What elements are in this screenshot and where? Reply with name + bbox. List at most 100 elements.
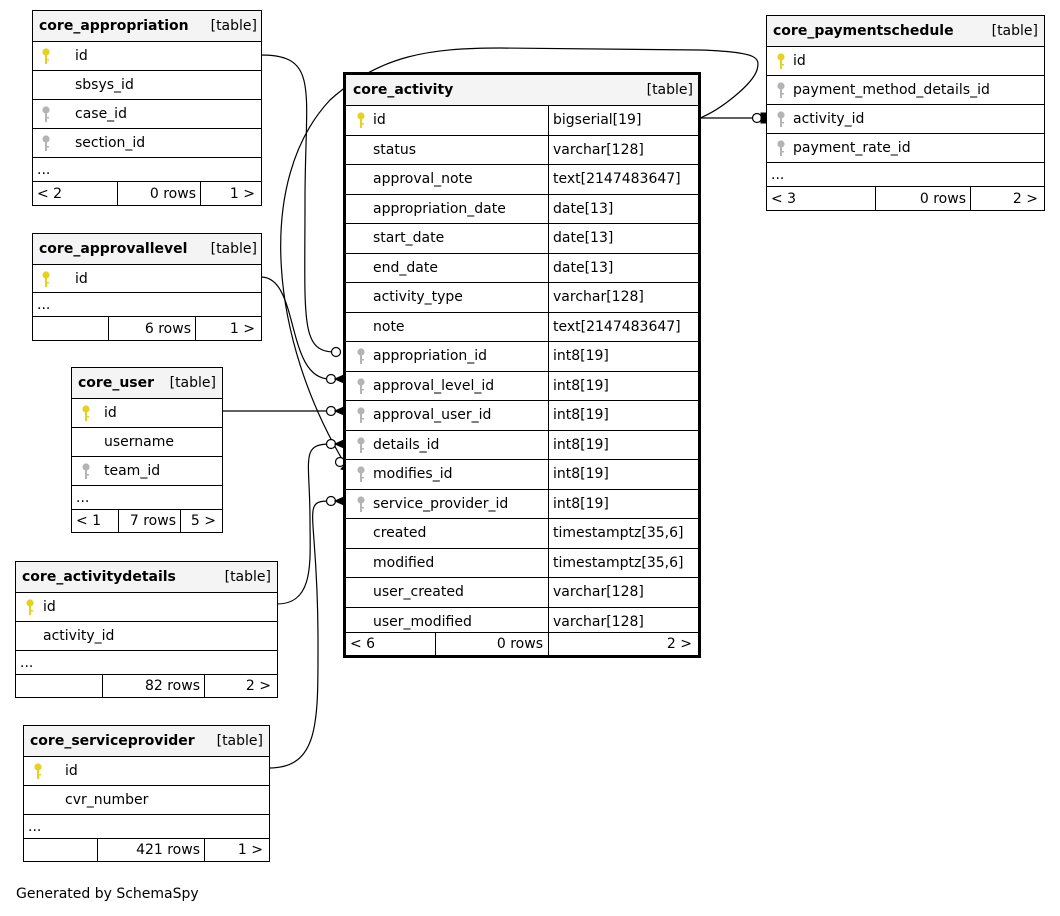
column-type: int8[19] — [548, 371, 698, 400]
foreign-key-icon — [777, 111, 785, 127]
table-type-label: [table] — [169, 375, 216, 391]
column-type: int8[19] — [548, 342, 698, 371]
column-row: id — [72, 398, 222, 427]
column-name: created — [373, 525, 427, 542]
relation-optional-marker — [325, 495, 337, 507]
primary-key-icon — [777, 53, 785, 69]
table-header: core_activitydetails [table] — [16, 562, 277, 592]
column-type: text[2147483647] — [548, 312, 698, 341]
row-count: 421 rows — [97, 839, 204, 861]
more-columns-ellipsis: ... — [37, 296, 51, 313]
column-type: timestamptz[35,6] — [548, 548, 698, 577]
column-row: section_id — [33, 128, 261, 157]
column-name: status — [373, 141, 417, 158]
column-name: user_modified — [373, 613, 472, 630]
child-count-link[interactable]: 5 > — [180, 510, 222, 532]
foreign-key-icon — [82, 463, 90, 479]
table-footer: < 6 0 rows 2 > — [346, 632, 698, 655]
parent-count-link[interactable]: < 6 — [350, 636, 376, 652]
column-type: date[13] — [548, 253, 698, 282]
table-core-approvallevel[interactable]: core_approvallevel [table] id ... 6 rows… — [32, 233, 262, 341]
foreign-key-icon — [357, 407, 365, 424]
table-core-activitydetails[interactable]: core_activitydetails [table] id activity… — [15, 561, 278, 698]
column-name: modified — [373, 554, 435, 571]
relation-optional-marker — [330, 346, 342, 358]
parent-count-link[interactable]: < 2 — [37, 185, 63, 202]
column-row: username — [72, 427, 222, 456]
more-columns-ellipsis: ... — [771, 166, 785, 183]
more-columns-ellipsis: ... — [76, 489, 90, 506]
column-name: section_id — [75, 135, 146, 151]
relation-approvallevel-to-activity — [260, 276, 331, 380]
column-name: user_created — [373, 584, 464, 601]
foreign-key-icon — [777, 82, 785, 98]
column-name: appropriation_date — [373, 200, 506, 217]
table-core-paymentschedule[interactable]: core_paymentschedule [table] id payment_… — [766, 15, 1045, 211]
column-type: timestamptz[35,6] — [548, 519, 698, 548]
table-name: core_activity — [353, 82, 454, 98]
table-header: core_paymentschedule [table] — [767, 16, 1044, 46]
column-type: varchar[128] — [548, 283, 698, 312]
primary-key-icon — [42, 48, 50, 64]
child-count-link[interactable]: 2 > — [548, 633, 698, 655]
foreign-key-icon — [357, 466, 365, 483]
table-type-label: [table] — [646, 82, 693, 98]
column-name: id — [65, 763, 78, 779]
column-row: modified timestamptz[35,6] — [346, 547, 698, 577]
relation-optional-marker — [325, 438, 337, 450]
table-name: core_appropriation — [39, 18, 189, 34]
table-core-appropriation[interactable]: core_appropriation [table] id sbsys_id c… — [32, 10, 262, 206]
parent-count-link[interactable]: < 1 — [76, 513, 102, 529]
row-count: 82 rows — [102, 675, 204, 697]
column-row: created timestamptz[35,6] — [346, 518, 698, 548]
column-name: service_provider_id — [373, 495, 509, 512]
table-header: core_serviceprovider [table] — [24, 726, 269, 756]
parent-count-link[interactable]: < 3 — [771, 190, 797, 207]
child-count-link[interactable]: 2 > — [204, 675, 277, 697]
column-name: payment_rate_id — [793, 140, 911, 156]
child-count-link[interactable]: 2 > — [970, 187, 1044, 210]
column-name: start_date — [373, 230, 445, 247]
relation-optional-marker — [325, 373, 337, 385]
table-header: core_appropriation [table] — [33, 11, 261, 41]
primary-key-icon — [357, 112, 365, 129]
column-name: id — [43, 599, 56, 615]
child-count-link[interactable]: 1 > — [200, 182, 261, 205]
more-columns-ellipsis: ... — [37, 161, 51, 178]
column-row: case_id — [33, 99, 261, 128]
child-count-link[interactable]: 1 > — [195, 317, 261, 340]
column-name: cvr_number — [65, 792, 149, 808]
table-core-user[interactable]: core_user [table] id username team_id ..… — [71, 367, 223, 533]
column-name: payment_method_details_id — [793, 82, 990, 98]
table-footer: 421 rows 1 > — [24, 838, 269, 861]
table-name: core_paymentschedule — [773, 23, 954, 39]
column-row: cvr_number — [24, 785, 269, 814]
child-count-link[interactable]: 1 > — [204, 839, 269, 861]
more-columns-ellipsis: ... — [28, 818, 42, 835]
column-row: payment_method_details_id — [767, 75, 1044, 104]
row-count: 0 rows — [117, 182, 200, 205]
column-type: varchar[128] — [548, 578, 698, 607]
column-name: note — [373, 318, 405, 335]
column-name: activity_id — [793, 111, 865, 127]
relation-optional-marker — [751, 112, 763, 124]
table-name: core_approvallevel — [39, 241, 188, 257]
column-row: payment_rate_id — [767, 133, 1044, 162]
column-type: int8[19] — [548, 460, 698, 489]
column-row: user_created varchar[128] — [346, 577, 698, 607]
column-name: approval_level_id — [373, 377, 495, 394]
column-name: id — [104, 405, 117, 421]
column-row: team_id — [72, 456, 222, 485]
column-row: activity_id — [767, 104, 1044, 133]
primary-key-icon — [26, 599, 34, 615]
column-row: id — [767, 46, 1044, 75]
table-core-serviceprovider[interactable]: core_serviceprovider [table] id cvr_numb… — [23, 725, 270, 862]
